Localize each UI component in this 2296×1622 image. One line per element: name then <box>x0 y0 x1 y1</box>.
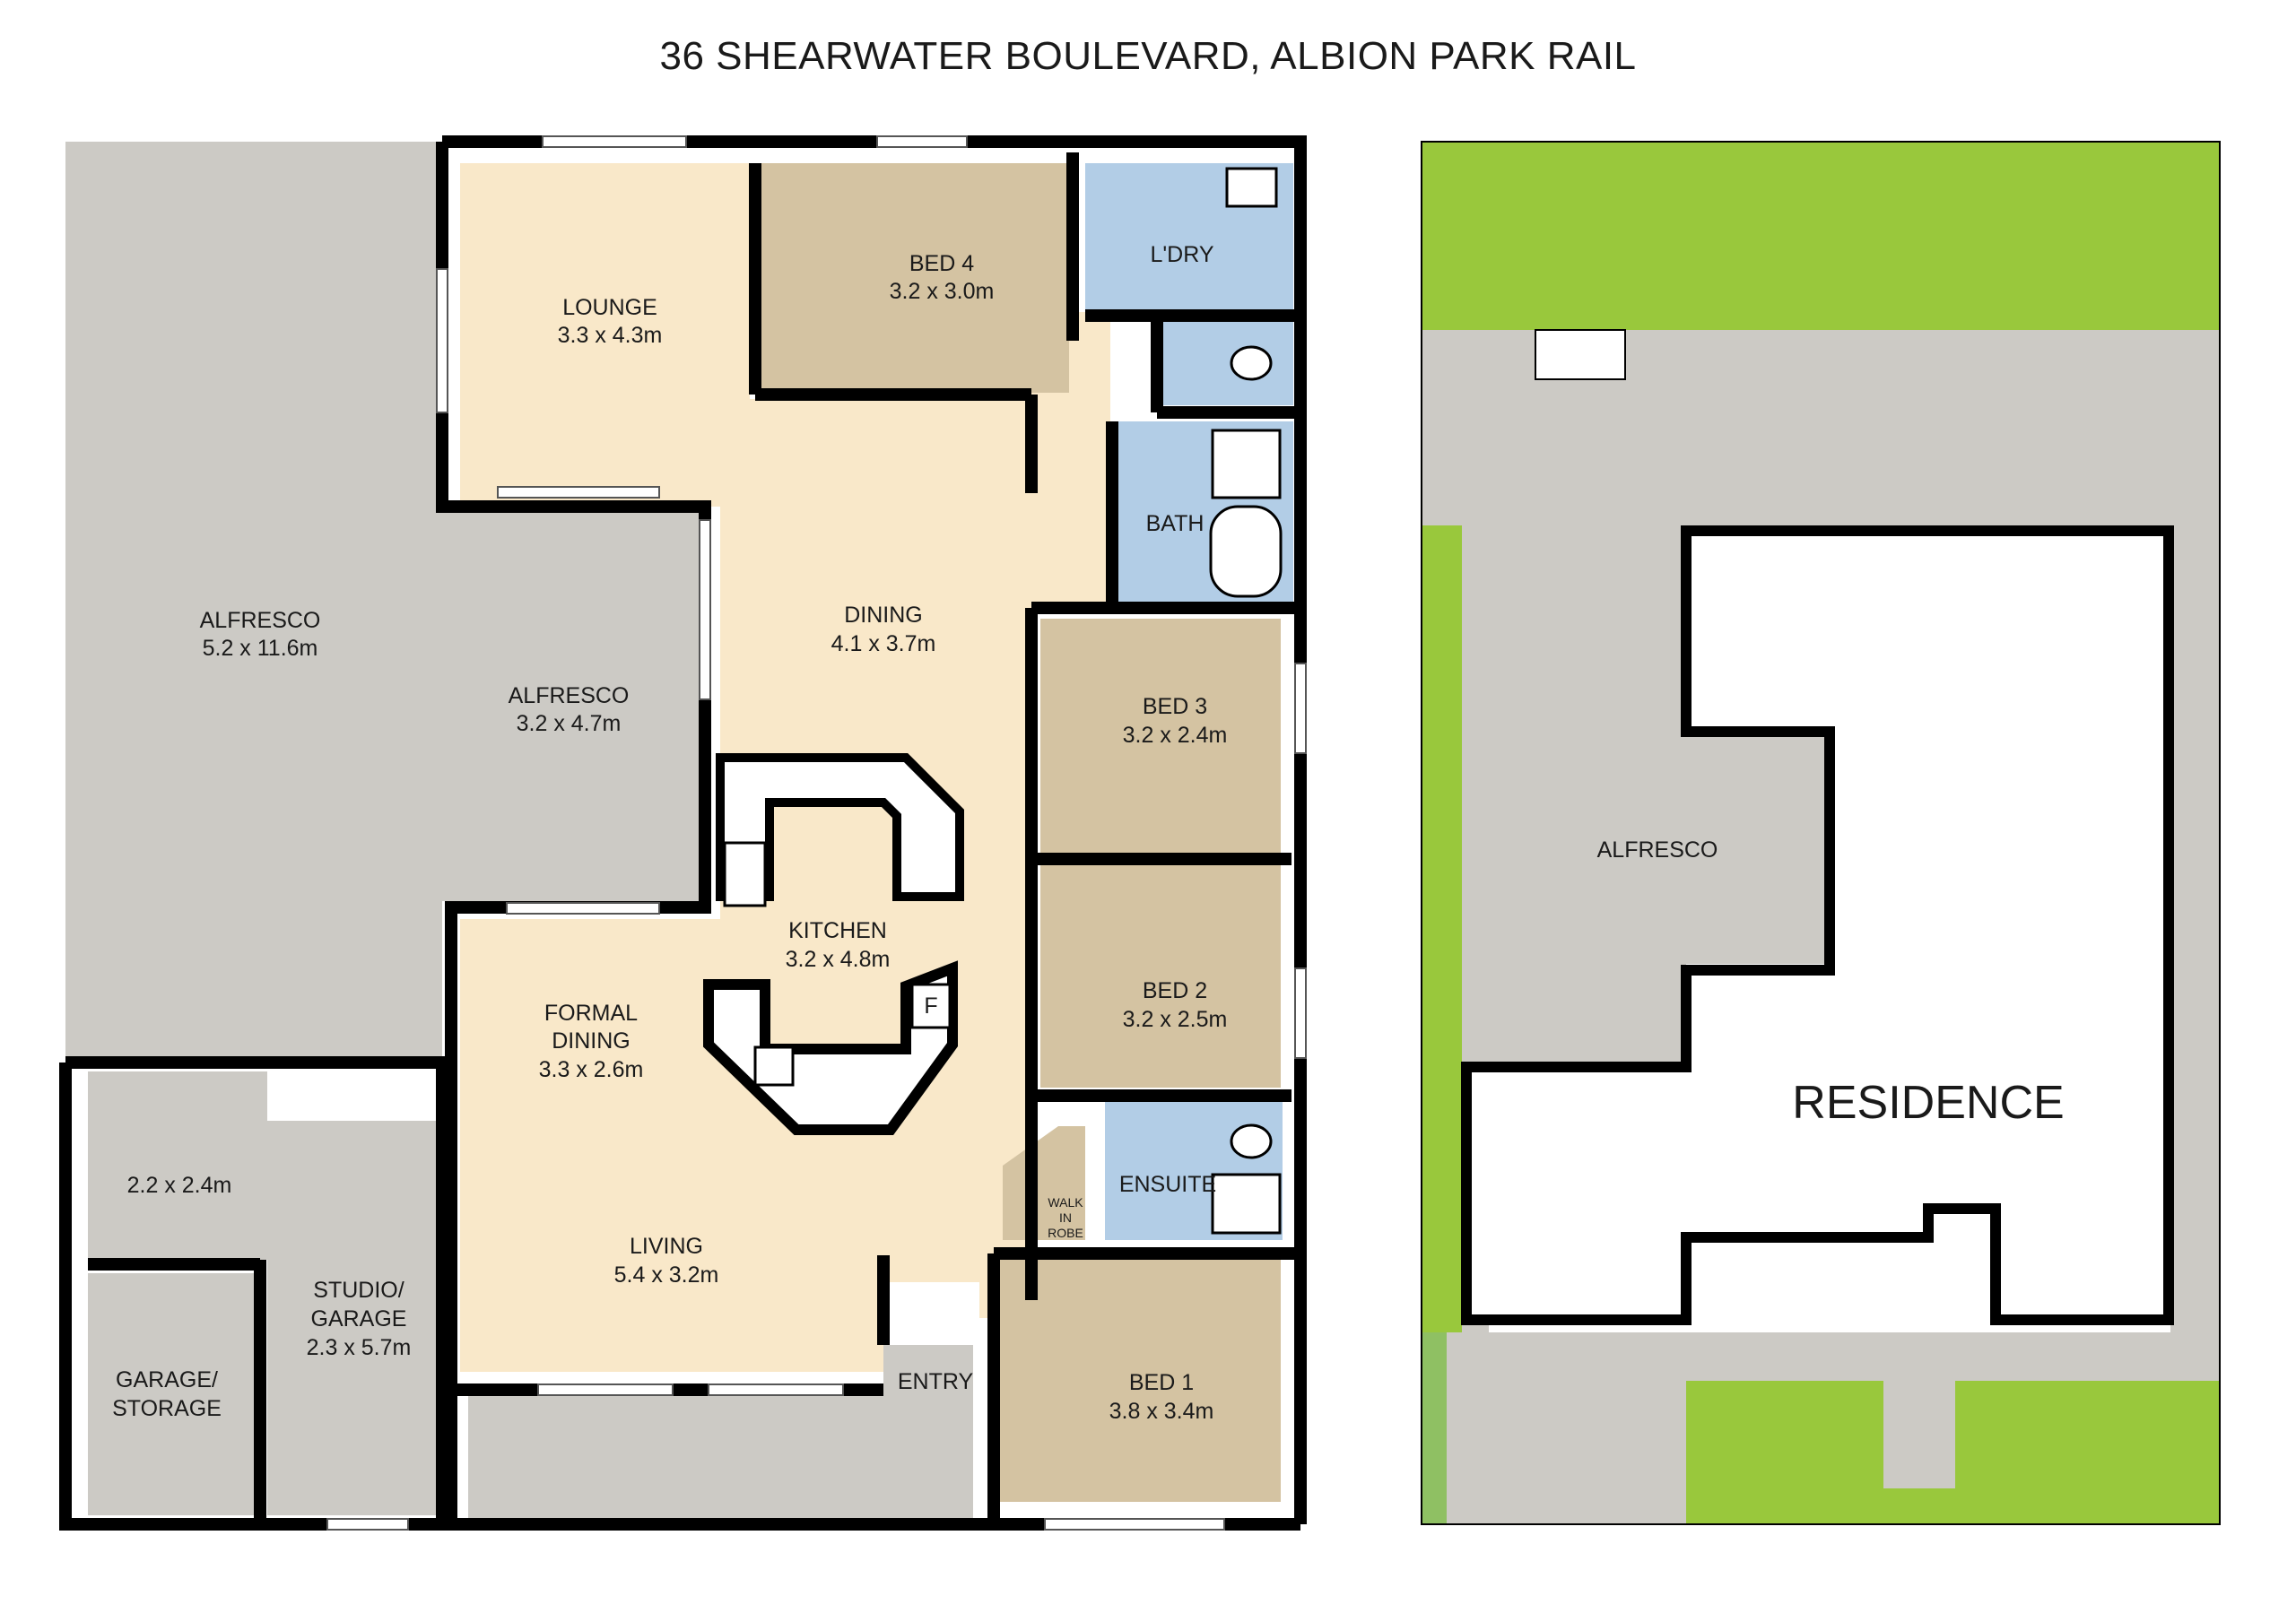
window-bed4-top <box>876 135 968 148</box>
kitchen-name: KITCHEN <box>788 918 887 943</box>
studio-area <box>267 1121 447 1515</box>
window-lounge-west <box>436 268 448 413</box>
site-grass-west <box>1422 525 1462 1332</box>
living-name: LIVING <box>630 1234 703 1259</box>
lounge-size: 3.3 x 4.3m <box>558 323 663 348</box>
bed4-size: 3.2 x 3.0m <box>890 279 995 304</box>
site-paving-east <box>2170 525 2220 1332</box>
bath-name: BATH <box>1146 511 1205 536</box>
window-bed3-east <box>1294 663 1307 754</box>
window-living-south-1 <box>537 1383 674 1396</box>
window-lounge-top <box>542 135 687 148</box>
window-alfresco-dining <box>699 519 711 700</box>
bed2-size: 3.2 x 2.5m <box>1123 1007 1228 1032</box>
ensuite-name: ENSUITE <box>1119 1172 1216 1197</box>
outer-wall-west <box>436 142 1300 1531</box>
room-small-size: 2.2 x 2.4m <box>127 1173 232 1198</box>
bed4-name: BED 4 <box>909 251 974 276</box>
bed3-name: BED 3 <box>1143 694 1207 719</box>
outer-wall-north <box>442 135 1307 1524</box>
site-residence <box>1461 525 2174 1325</box>
site-path <box>1883 1381 1955 1488</box>
site-grass-north <box>1422 142 2220 330</box>
toilet-ensuite <box>1230 1123 1273 1159</box>
site-stairs <box>1535 329 1626 380</box>
alfresco-small-name: ALFRESCO <box>509 683 630 708</box>
entry-name: ENTRY <box>898 1369 974 1394</box>
entry-area <box>883 1345 973 1524</box>
studio-line1: STUDIO/ <box>313 1278 404 1303</box>
bed4-area <box>755 163 1069 393</box>
window-bed2-east <box>1294 967 1307 1059</box>
floor-plan: ALFRESCO 5.2 x 11.6m LOUNGE 3.3 x 4.3m B… <box>59 135 1307 1531</box>
site-alfresco-label: ALFRESCO <box>1597 837 1718 863</box>
bed2-name: BED 2 <box>1143 978 1207 1003</box>
site-outline <box>1421 141 2221 1525</box>
fridge-label: F <box>924 993 937 1019</box>
walk-in-robe-area <box>1003 1126 1085 1240</box>
bed3-size: 3.2 x 2.4m <box>1123 723 1228 748</box>
dining-size: 4.1 x 3.7m <box>831 631 936 656</box>
window-bed1-south <box>1044 1518 1225 1531</box>
front-porch-area <box>468 1394 883 1524</box>
lounge-name: LOUNGE <box>562 295 657 320</box>
walls <box>59 135 1307 1531</box>
site-grass-sw <box>1422 1332 1447 1524</box>
page-title: 36 SHEARWATER BOULEVARD, ALBION PARK RAI… <box>659 34 1637 78</box>
bed1-size: 3.8 x 3.4m <box>1109 1399 1214 1424</box>
windows <box>326 135 1307 1531</box>
wir-line3: ROBE <box>1048 1226 1083 1240</box>
kitchen-size: 3.2 x 4.8m <box>786 947 891 972</box>
bed1-name: BED 1 <box>1129 1370 1194 1395</box>
formal-dining-size: 3.3 x 2.6m <box>539 1057 644 1082</box>
window-living-south-2 <box>708 1383 844 1396</box>
room-labels: ALFRESCO 5.2 x 11.6m LOUNGE 3.3 x 4.3m B… <box>112 242 1227 1424</box>
kitchen-sink <box>723 841 767 907</box>
laundry-name: L'DRY <box>1150 242 1213 267</box>
fixtures <box>723 167 1283 1235</box>
alfresco-main-area <box>65 142 442 1058</box>
site-residence-label: RESIDENCE <box>1792 1077 2064 1129</box>
cooktop <box>753 1045 795 1087</box>
bathtub <box>1209 505 1283 598</box>
living-size: 5.4 x 3.2m <box>614 1262 719 1288</box>
toilet-area <box>1157 316 1293 405</box>
garage-storage-line2: STORAGE <box>112 1396 222 1421</box>
room-small-area <box>88 1071 267 1260</box>
alfresco-small-size: 3.2 x 4.7m <box>517 711 622 736</box>
window-studio-south <box>326 1518 409 1531</box>
window-formal-dining <box>506 902 660 915</box>
garage-storage-area <box>88 1273 254 1515</box>
bed1-area <box>994 1255 1281 1502</box>
site-alfresco-area <box>1489 525 1837 1063</box>
formal-dining-line1: FORMAL <box>544 1001 638 1026</box>
shower-bath <box>1211 429 1282 499</box>
bed2-area <box>1040 859 1281 1088</box>
laundry-sink <box>1225 167 1278 208</box>
bed3-area <box>1040 619 1281 859</box>
studio-size: 2.3 x 5.7m <box>307 1335 412 1360</box>
fridge-box <box>910 983 952 1029</box>
formal-dining-line2: DINING <box>552 1028 631 1054</box>
alfresco-main-size: 5.2 x 11.6m <box>203 636 318 661</box>
dining-name: DINING <box>844 603 923 628</box>
wir-line2: IN <box>1059 1210 1072 1225</box>
shower-ensuite <box>1211 1173 1282 1235</box>
site-plan: ALFRESCO RESIDENCE <box>1421 141 2221 1525</box>
window-lounge-south <box>497 486 660 499</box>
garage-storage-line1: GARAGE/ <box>116 1367 218 1392</box>
kitchen-bench <box>703 960 958 1135</box>
alfresco-small-area <box>442 507 702 901</box>
toilet-main <box>1230 345 1273 381</box>
wir-line1: WALK <box>1048 1195 1083 1210</box>
alfresco-main-name: ALFRESCO <box>200 608 321 633</box>
outer-wall-studio <box>59 1056 448 1531</box>
studio-line2: GARAGE <box>311 1306 407 1331</box>
